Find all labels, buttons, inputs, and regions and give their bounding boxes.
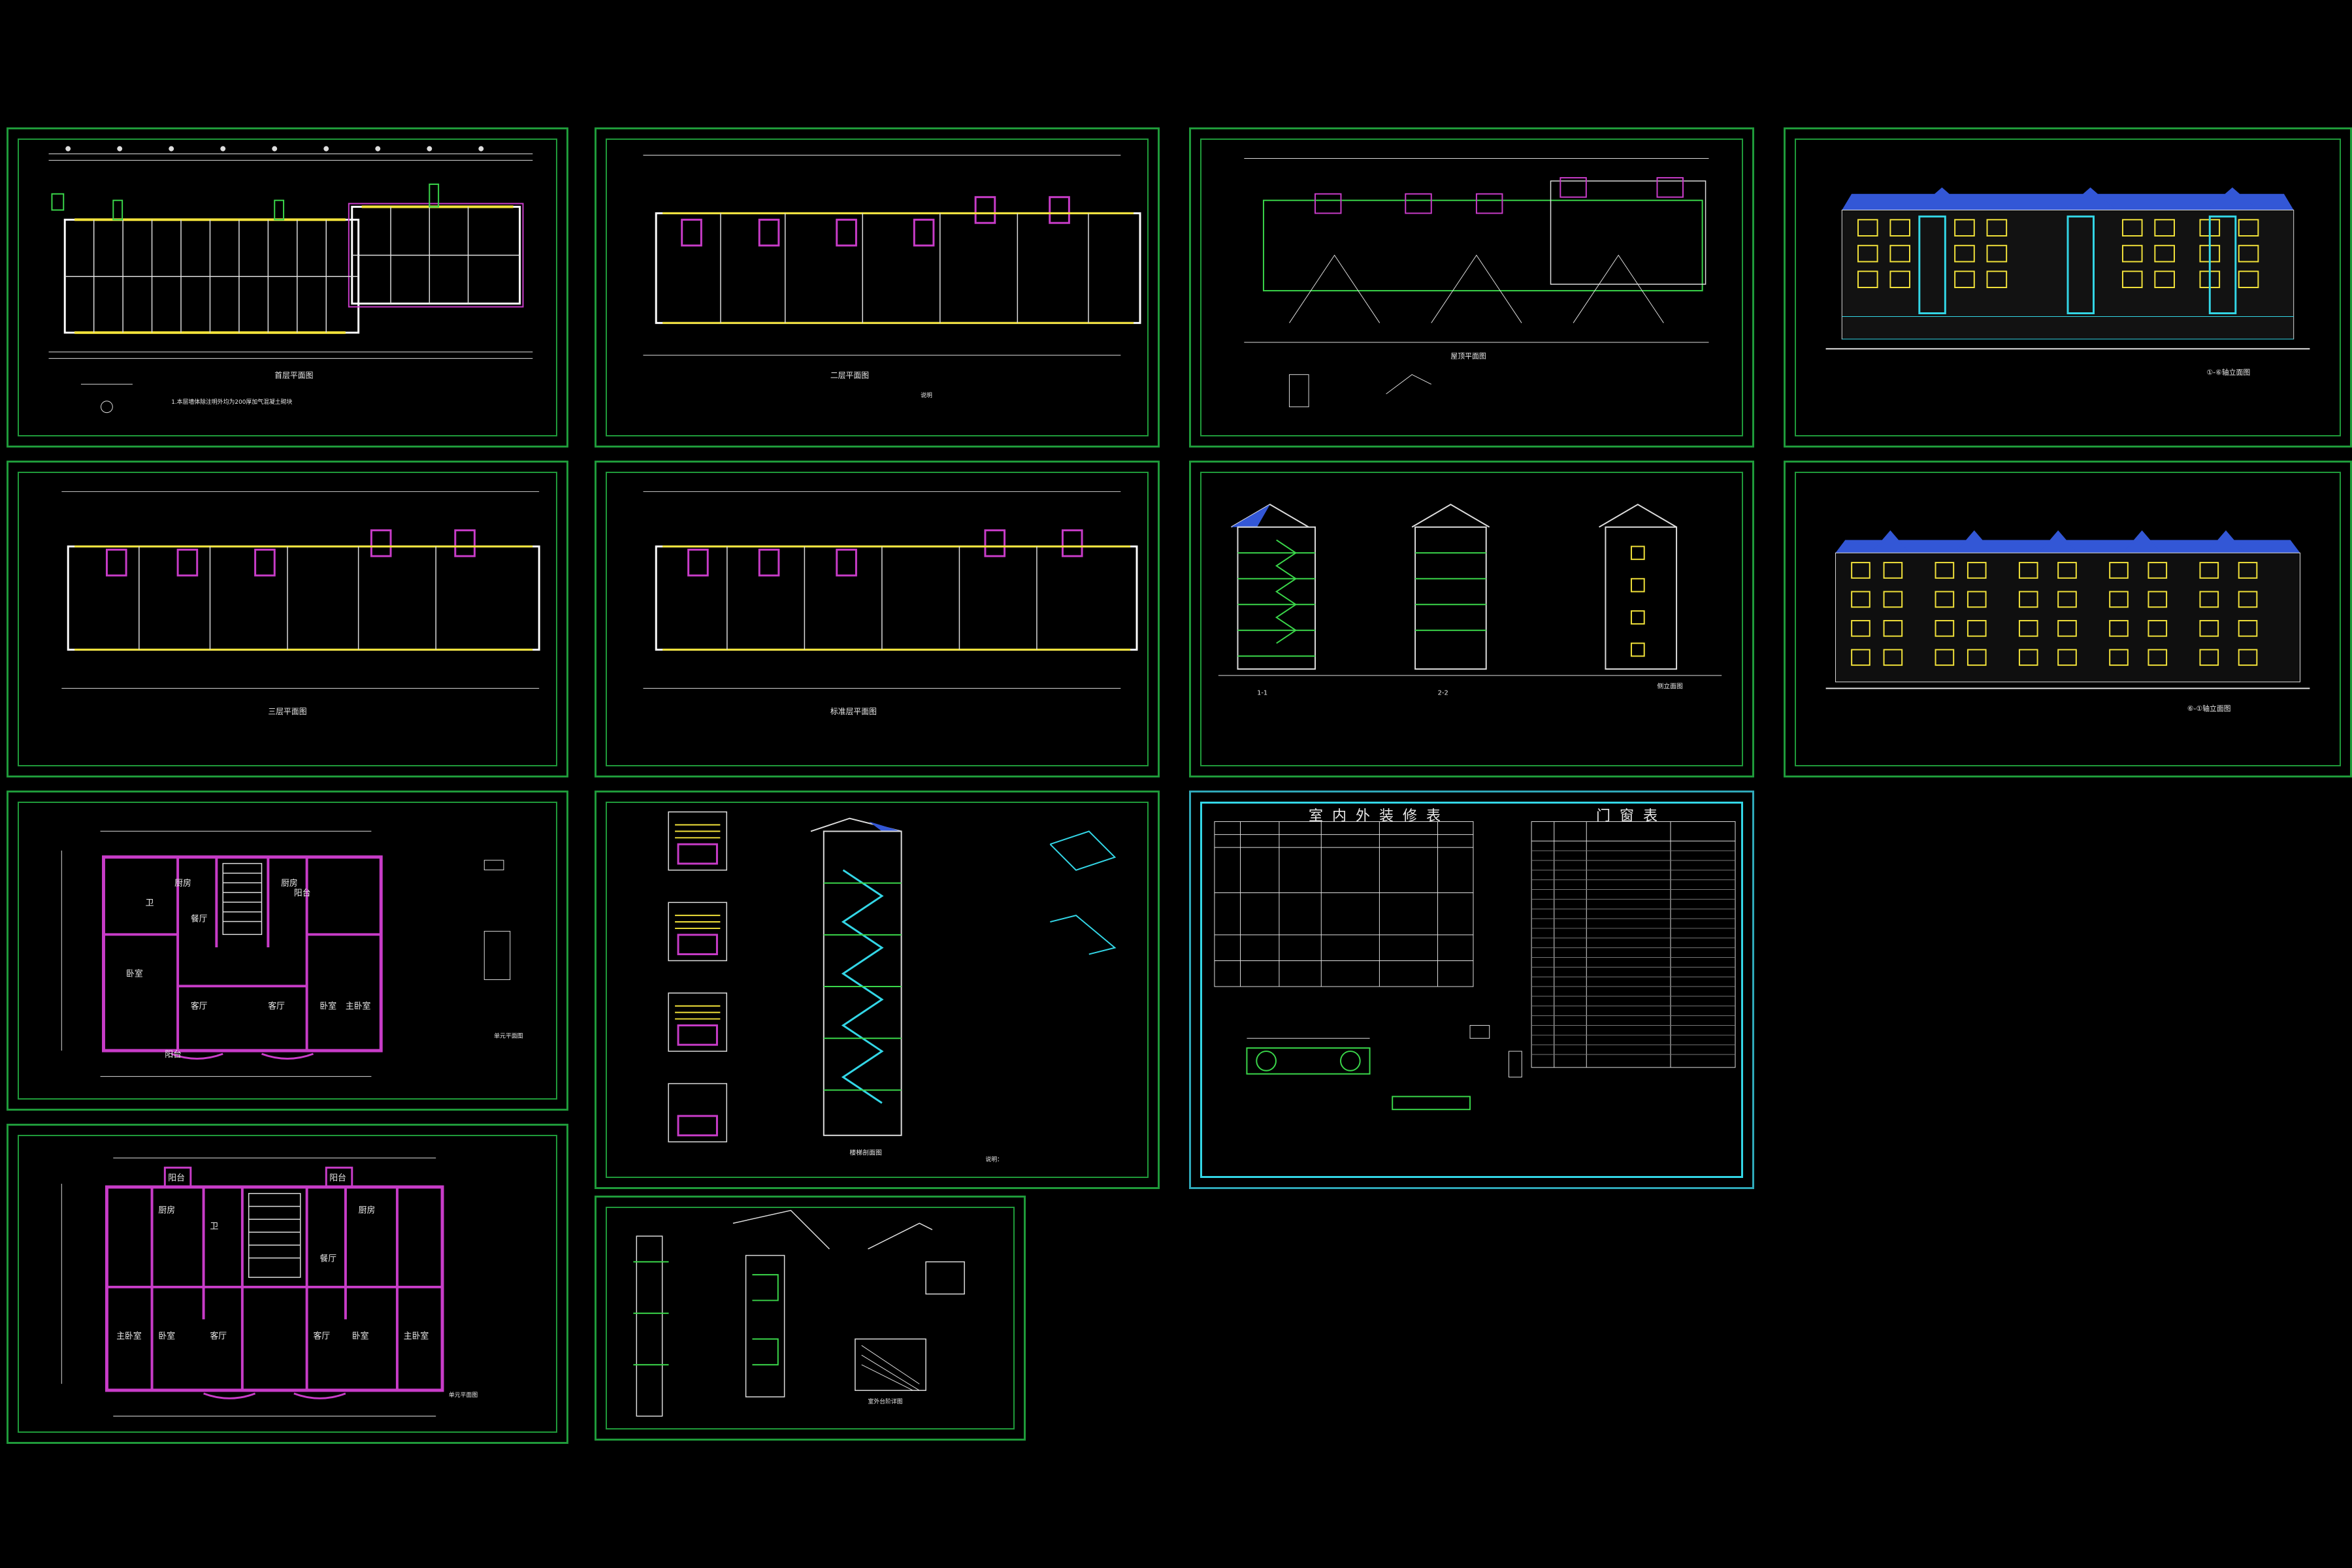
wall-detail-drawing: 室外台阶详图 — [633, 1209, 965, 1417]
room-label: 厨房 — [359, 1205, 376, 1215]
drawing-sheet-floor-plan-1: 首层平面图 1.本层墙体除注明外均为200厚加气混凝土砌块 — [7, 127, 568, 448]
unit-plan-drawing: 厨房 卫 餐厅 厨房 卧室 客厅 客厅 卧室 主卧室 阳台 阳台 单元平面图 — [61, 830, 523, 1077]
svg-text:侧立面图: 侧立面图 — [1657, 682, 1683, 691]
elevation-drawing: ①-⑥轴立面图 — [1825, 187, 2310, 376]
svg-text:二层平面图: 二层平面图 — [830, 370, 869, 380]
drawing-sheet-roof-plan: 屋顶平面图 — [1189, 127, 1754, 448]
drawing-sheet-rear-elevation: ⑥-①轴立面图 — [1784, 461, 2352, 777]
floor-plan-drawing: 首层平面图 1.本层墙体除注明外均为200厚加气混凝土砌块 — [48, 146, 533, 414]
room-label: 卧室 — [352, 1331, 369, 1341]
svg-text:①-⑥轴立面图: ①-⑥轴立面图 — [2206, 367, 2250, 376]
room-label: 餐厅 — [319, 1253, 336, 1264]
floor-plan-drawing: 二层平面图 说明 — [643, 155, 1141, 399]
room-label: 客厅 — [191, 1001, 208, 1011]
room-label: 客厅 — [268, 1001, 285, 1011]
room-label: 阳台 — [165, 1050, 182, 1060]
room-label: 卫 — [146, 898, 154, 908]
drawing-sheet-schedules: 室内外装修表 门窗表 — [1189, 791, 1754, 1189]
elevation-drawing: ⑥-①轴立面图 — [1825, 530, 2310, 713]
floor-plan-drawing: 三层平面图 — [61, 491, 540, 716]
room-label: 阳台 — [168, 1173, 185, 1183]
schedule-tables — [1214, 821, 1736, 1111]
svg-text:三层平面图: 三层平面图 — [268, 707, 306, 716]
room-label: 卫 — [210, 1222, 218, 1232]
drawing-sheet-sections: 1-1 2-2 侧立面图 — [1189, 461, 1754, 777]
svg-text:屋顶平面图: 屋顶平面图 — [1450, 352, 1486, 361]
room-label: 卧室 — [158, 1331, 175, 1341]
drawing-sheet-wall-details: 室外台阶详图 — [595, 1196, 1026, 1441]
svg-text:⑥-①轴立面图: ⑥-①轴立面图 — [2187, 704, 2231, 713]
room-label: 主卧室 — [404, 1331, 429, 1341]
svg-text:1.本层墙体除注明外均为200厚加气混凝土砌块: 1.本层墙体除注明外均为200厚加气混凝土砌块 — [171, 398, 292, 406]
svg-text:楼梯剖面图: 楼梯剖面图 — [849, 1148, 882, 1156]
svg-text:首层平面图: 首层平面图 — [274, 370, 313, 380]
svg-text:单元平面图: 单元平面图 — [494, 1032, 523, 1039]
room-label: 主卧室 — [116, 1331, 142, 1341]
drawing-sheet-floor-plan-3: 三层平面图 — [7, 461, 568, 777]
svg-text:说明: 说明 — [921, 391, 932, 399]
room-label: 厨房 — [174, 878, 191, 889]
floor-plan-drawing: 标准层平面图 — [643, 491, 1138, 716]
svg-text:说明：: 说明： — [985, 1155, 1003, 1163]
room-label: 厨房 — [281, 878, 298, 889]
svg-text:2-2: 2-2 — [1438, 690, 1448, 697]
drawing-sheet-unit-plan-a: 厨房 卫 餐厅 厨房 卧室 客厅 客厅 卧室 主卧室 阳台 阳台 单元平面图 — [7, 791, 568, 1111]
unit-plan-drawing: 厨房 厨房 餐厅 卧室 卧室 客厅 客厅 主卧室 主卧室 阳台 阳台 卫 单元平… — [61, 1157, 478, 1416]
roof-plan-drawing: 屋顶平面图 — [1244, 157, 1709, 408]
room-label: 卧室 — [319, 1001, 336, 1011]
drawing-sheet-front-elevation: ①-⑥轴立面图 — [1784, 127, 2352, 448]
room-label: 主卧室 — [346, 1001, 371, 1011]
room-label: 卧室 — [126, 969, 143, 979]
room-label: 厨房 — [158, 1205, 175, 1215]
drawing-sheet-stair-details: 楼梯剖面图 说明： — [595, 791, 1160, 1189]
section-drawing: 1-1 2-2 侧立面图 — [1218, 504, 1722, 697]
svg-text:单元平面图: 单元平面图 — [449, 1391, 478, 1399]
drawing-sheet-floor-plan-2: 二层平面图 说明 — [595, 127, 1160, 448]
stair-detail-drawing: 楼梯剖面图 说明： — [668, 811, 1117, 1163]
svg-text:室外台阶详图: 室外台阶详图 — [868, 1397, 903, 1405]
drawing-sheet-unit-plan-b: 厨房 厨房 餐厅 卧室 卧室 客厅 客厅 主卧室 主卧室 阳台 阳台 卫 单元平… — [7, 1124, 568, 1444]
drawing-sheet-floor-plan-4: 标准层平面图 — [595, 461, 1160, 777]
room-label: 阳台 — [294, 889, 311, 898]
room-label: 客厅 — [210, 1331, 227, 1341]
room-label: 客厅 — [314, 1331, 331, 1341]
svg-text:1-1: 1-1 — [1257, 690, 1267, 697]
svg-text:标准层平面图: 标准层平面图 — [830, 707, 877, 716]
room-label: 阳台 — [329, 1173, 346, 1183]
room-label: 餐厅 — [191, 914, 208, 924]
